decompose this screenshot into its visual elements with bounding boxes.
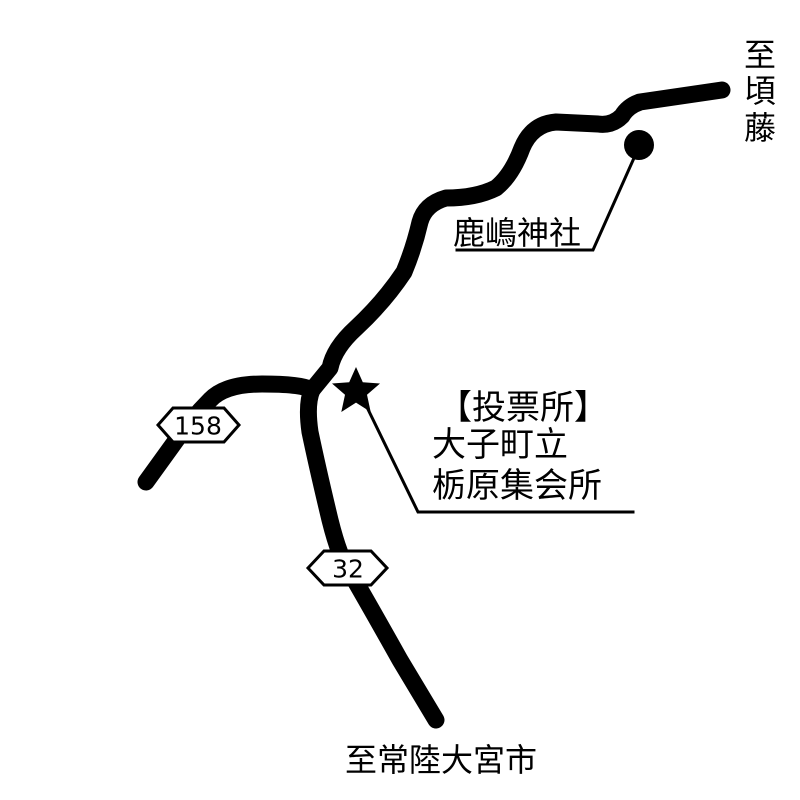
polling-station-line1: 大子町立 — [432, 425, 568, 465]
polling-station-star-icon — [332, 367, 380, 412]
destination-top-right-char-2: 頃 — [744, 72, 776, 110]
destination-top-right-char-3: 藤 — [744, 109, 776, 147]
shrine-label: 鹿嶋神社 — [453, 214, 581, 252]
route-32-shield: 32 — [305, 549, 390, 587]
polling-station-leader-line — [359, 394, 635, 514]
destination-bottom: 至常陸大宮市 — [345, 741, 537, 779]
road-north — [303, 81, 731, 399]
road-route-32 — [299, 381, 445, 729]
shrine-marker-icon — [624, 130, 654, 160]
shrine-leader-line — [455, 156, 636, 252]
route-158-shield: 158 — [155, 406, 242, 444]
polling-station-header: 【投票所】 — [438, 388, 608, 428]
route-32-number: 32 — [332, 555, 364, 584]
route-158-number: 158 — [174, 412, 222, 441]
destination-top-right-char-1: 至 — [744, 36, 776, 74]
polling-station-line2: 栃原集会所 — [432, 466, 602, 506]
